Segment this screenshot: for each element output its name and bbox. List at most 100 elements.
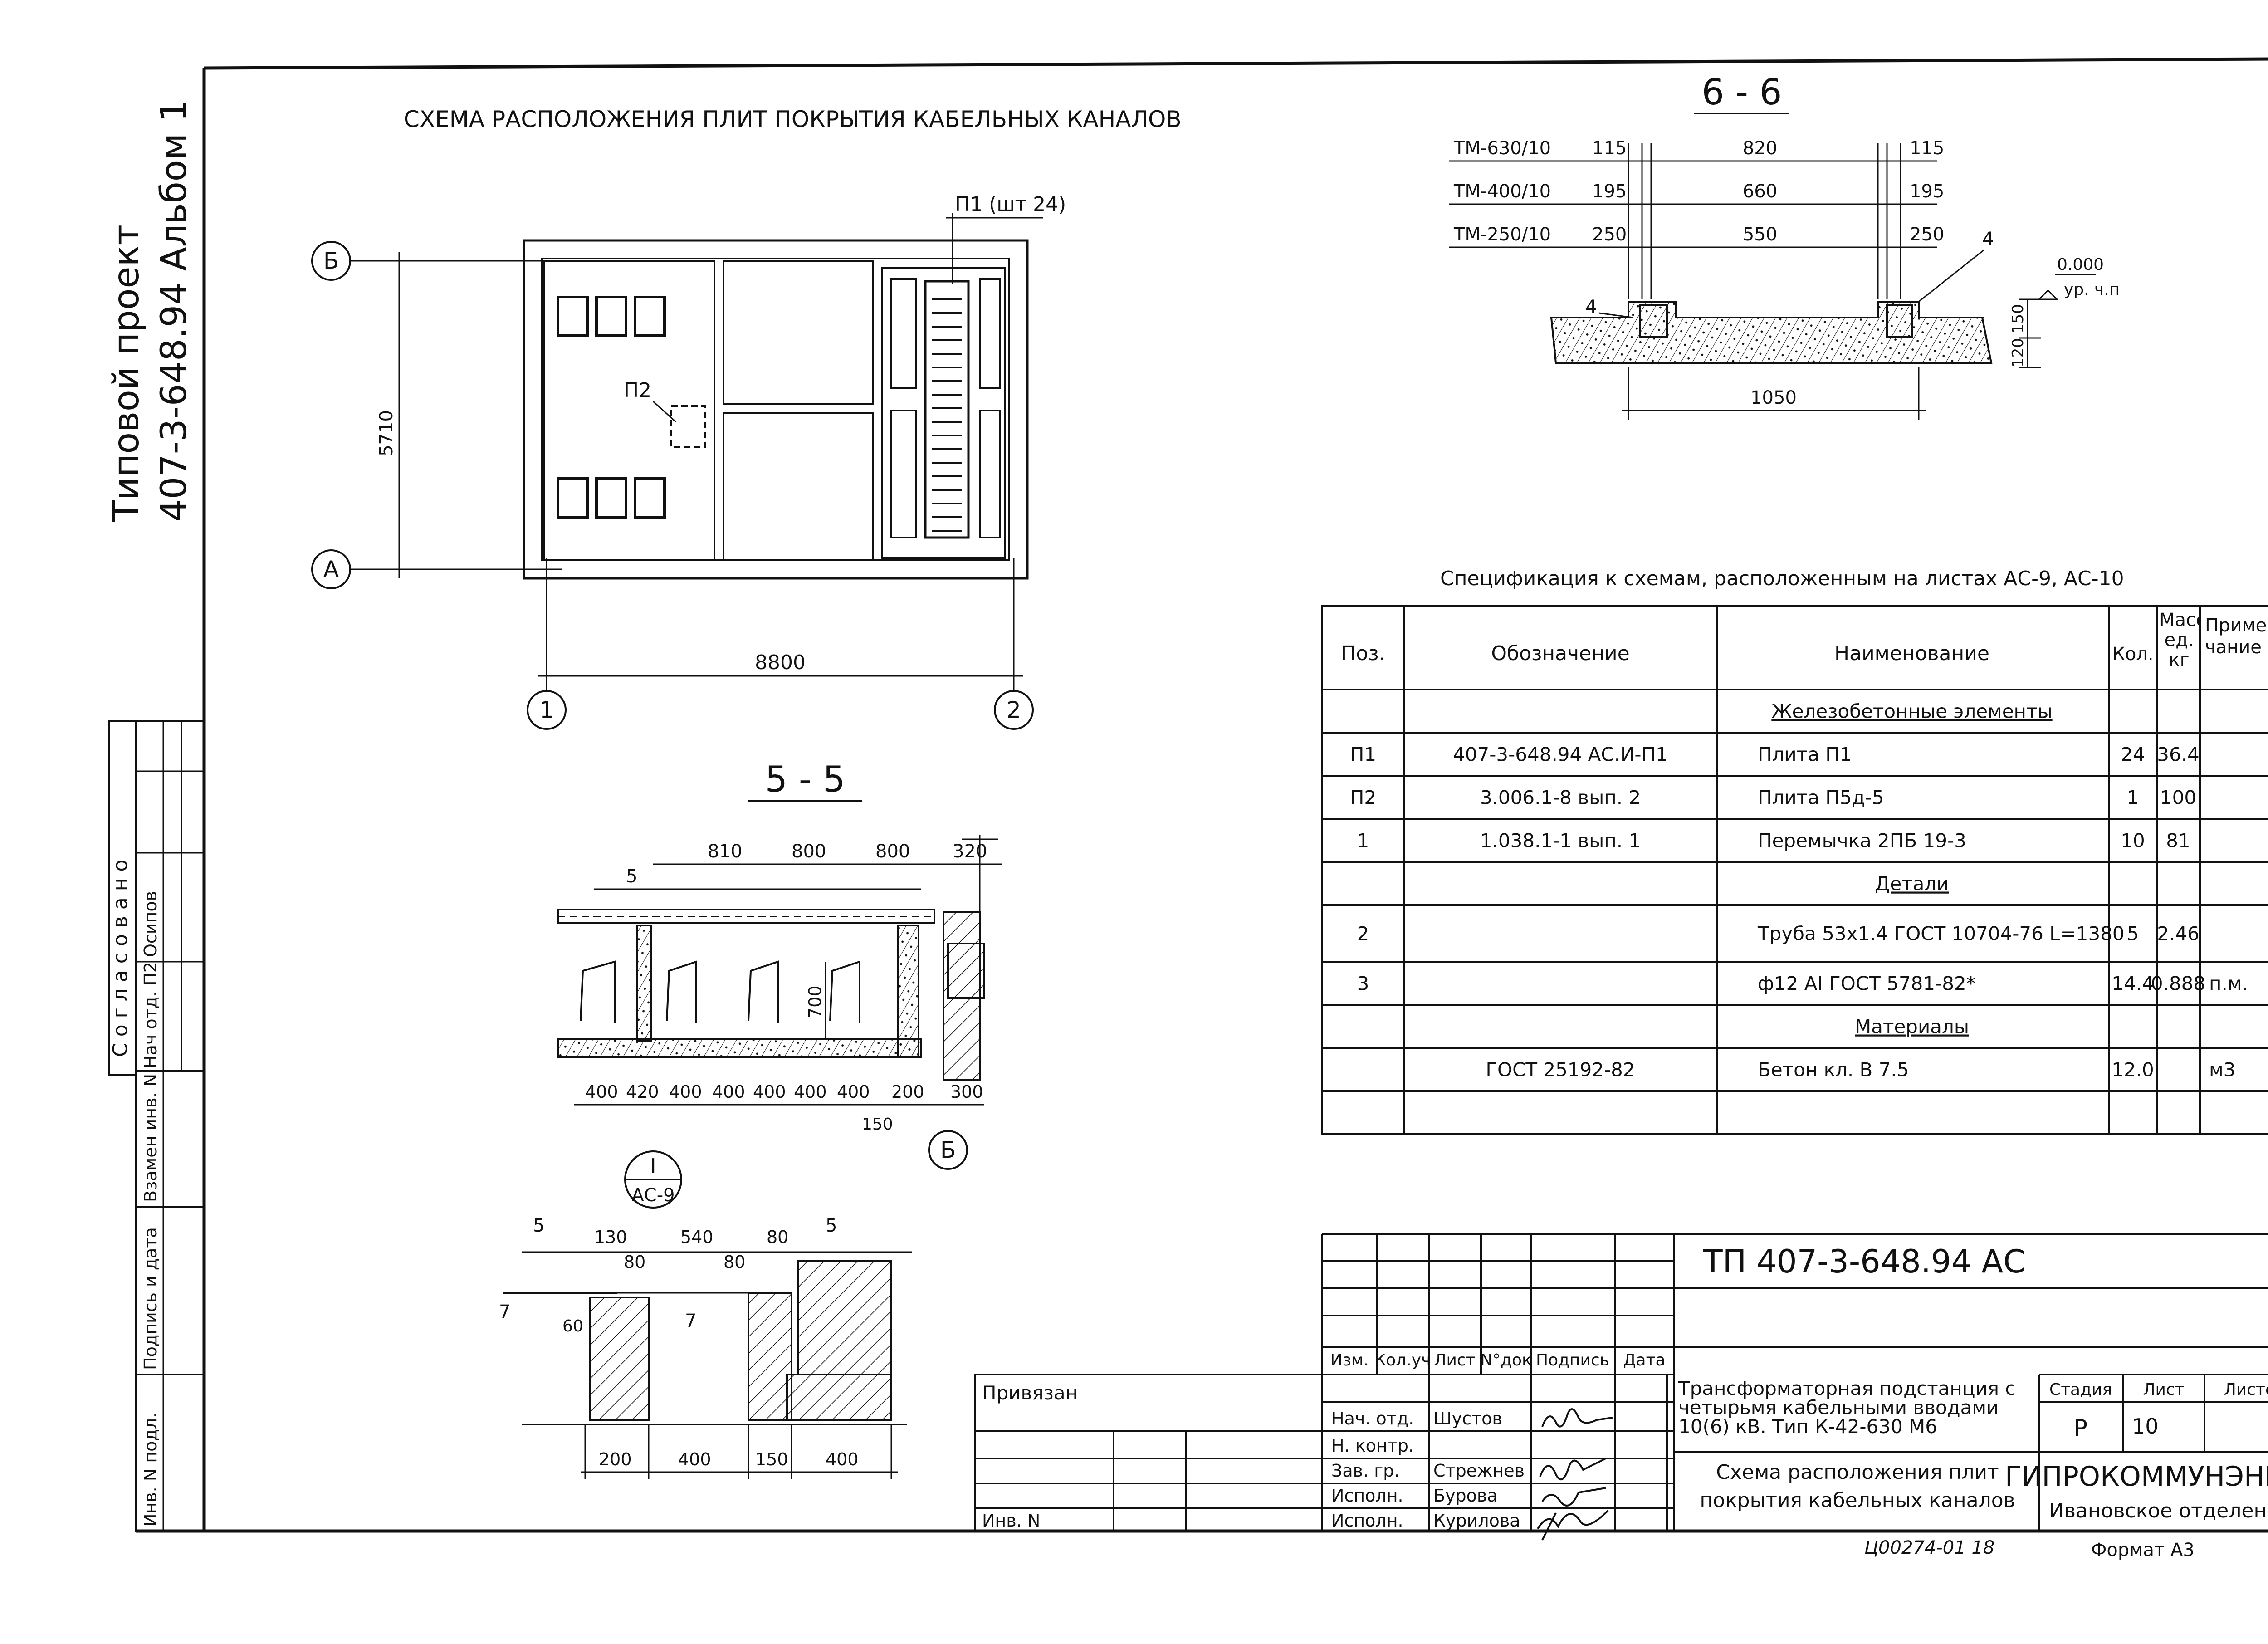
- d-pos-5r: 5: [826, 1215, 837, 1236]
- tb-sheet-name: Схема расположения плит покрытия кабельн…: [1700, 1461, 2015, 1512]
- spec-cell-mass: 2.46: [2157, 923, 2200, 945]
- spec-cell-qty: 10: [2121, 830, 2145, 852]
- spec-cell-pos: 1: [1357, 830, 1369, 852]
- tb-hdr-2: Лист: [1434, 1351, 1475, 1370]
- pos-left: 4: [1585, 297, 1597, 318]
- tb-role-4: Исполн.: [1331, 1511, 1403, 1531]
- field-replace: Взамен инв. N: [141, 1074, 161, 1202]
- tb-sheets-label: Листов: [2224, 1380, 2268, 1399]
- tb-inv: Инв. N: [982, 1511, 1040, 1531]
- spec-cell-mass: 0.888: [2151, 973, 2205, 995]
- tb-name-0: Шустов: [1433, 1409, 1502, 1429]
- bdim-8: 300: [950, 1082, 983, 1102]
- person-label: Осипов: [141, 891, 161, 957]
- spec-cell-name: Железобетонные элементы: [1771, 700, 2052, 723]
- row-mid-1: 660: [1743, 181, 1777, 202]
- axis-b-55: Б: [940, 1137, 956, 1163]
- dept-label: Нач отд. П2: [141, 962, 161, 1068]
- spec-cell-designation: 1.038.1-1 вып. 1: [1480, 830, 1641, 852]
- spec-cell-mass: 36.4: [2157, 744, 2200, 766]
- d-80b: 80: [723, 1252, 745, 1272]
- project-line1: Типовой проект: [106, 225, 147, 522]
- d-60: 60: [562, 1317, 583, 1336]
- d-b150: 150: [755, 1449, 788, 1469]
- signature-marks: [1537, 1408, 1613, 1541]
- tb-role-2: Зав. гр.: [1331, 1461, 1399, 1481]
- dim-150: 150: [2009, 304, 2027, 333]
- d-pos-7a: 7: [499, 1302, 510, 1322]
- spec-cell-pos: 2: [1357, 923, 1369, 945]
- bdim-0: 400: [585, 1082, 618, 1102]
- level-note: ур. ч.п: [2064, 280, 2120, 299]
- agreed-label: С о г л а с о в а н о: [109, 860, 132, 1057]
- left-margin-title: Типовой проект 407-3-648.94 Альбом 1: [106, 99, 195, 522]
- tb-hdr-4: Подпись: [1536, 1351, 1609, 1370]
- section-5-5: 5 - 5 810 800 800 320 5 700 400 420 400 …: [557, 759, 1002, 1170]
- dim-150-55: 150: [862, 1115, 893, 1134]
- tb-stage: Р: [2074, 1415, 2087, 1441]
- axis-b: Б: [323, 248, 339, 274]
- tb-code: ТП 407-3-648.94 АС: [1703, 1243, 2025, 1280]
- spec-cell-designation: 407-3-648.94 АС.И-П1: [1453, 744, 1668, 766]
- spec-cell-note: м3: [2209, 1059, 2235, 1081]
- tb-hdr-1: Кол.уч: [1374, 1351, 1431, 1370]
- d-pos-5l: 5: [533, 1215, 544, 1236]
- row-type-2: ТМ-250/10: [1453, 224, 1551, 245]
- hdr-note: Приме- чание: [2205, 615, 2268, 658]
- tb-sheet-label: Лист: [2143, 1380, 2184, 1399]
- axis-2: 2: [1007, 697, 1021, 723]
- spec-cell-name: Труба 53х1.4 ГОСТ 10704-76 L=1380: [1757, 923, 2125, 945]
- axis-1: 1: [539, 697, 554, 723]
- tb-hdr-0: Изм.: [1330, 1351, 1369, 1370]
- spec-cell-mass: 100: [2160, 787, 2196, 809]
- spec-cell-name: Плита П1: [1758, 744, 1852, 766]
- label-p1: П1 (шт 24): [955, 193, 1066, 216]
- hdr-pos: Поз.: [1341, 642, 1385, 665]
- spec-cell-qty: 12.0: [2112, 1059, 2154, 1081]
- spec-cell-pos: П1: [1350, 744, 1376, 766]
- tb-role-0: Нач. отд.: [1331, 1409, 1414, 1429]
- tb-name-2: Стрежнев: [1433, 1461, 1525, 1481]
- row-type-0: ТМ-630/10: [1453, 138, 1551, 159]
- title-block: ТП 407-3-648.94 АС Изм. Кол.уч Лист N°до…: [974, 1233, 2268, 1561]
- pos-right: 4: [1982, 229, 1994, 250]
- d-80: 80: [767, 1227, 788, 1247]
- d-b400b: 400: [826, 1449, 859, 1469]
- section-55-title: 5 - 5: [765, 759, 846, 800]
- bdim-1: 420: [626, 1082, 659, 1102]
- row-right-0: 115: [1910, 138, 1944, 159]
- spec-cell-name: Перемычка 2ПБ 19-3: [1758, 830, 1966, 852]
- dim-320: 320: [953, 841, 987, 862]
- dim-120: 120: [2009, 338, 2027, 367]
- d-b200: 200: [599, 1449, 632, 1469]
- dim-800a: 800: [792, 841, 826, 862]
- bdim-7: 200: [891, 1082, 924, 1102]
- spec-cell-pos: П2: [1350, 787, 1376, 809]
- spec-cell-mass: 81: [2166, 830, 2190, 852]
- axis-a: А: [323, 556, 339, 582]
- label-p2: П2: [624, 379, 651, 402]
- plan-drawing: СХЕМА РАСПОЛОЖЕНИЯ ПЛИТ ПОКРЫТИЯ КАБЕЛЬН…: [311, 106, 1182, 730]
- tb-stage-label: Стадия: [2049, 1380, 2112, 1399]
- bdim-3: 400: [712, 1082, 745, 1102]
- bdim-5: 400: [794, 1082, 827, 1102]
- plan-title: СХЕМА РАСПОЛОЖЕНИЯ ПЛИТ ПОКРЫТИЯ КАБЕЛЬН…: [404, 106, 1182, 132]
- spec-cell-name: ф12 АI ГОСТ 5781-82*: [1758, 973, 1976, 995]
- tb-name-3: Бурова: [1433, 1486, 1498, 1506]
- bdim-4: 400: [753, 1082, 786, 1102]
- spec-cell-qty: 14.4: [2112, 973, 2154, 995]
- tb-archive: Ц00274-01 18: [1864, 1537, 1994, 1558]
- row-left-0: 115: [1592, 138, 1627, 159]
- hdr-mass: Масса ед. кг: [2159, 610, 2199, 670]
- tb-role-1: Н. контр.: [1331, 1436, 1414, 1456]
- bdim-6: 400: [837, 1082, 870, 1102]
- row-type-1: ТМ-400/10: [1453, 181, 1551, 202]
- dim-700: 700: [805, 985, 825, 1018]
- row-left-2: 250: [1592, 224, 1627, 245]
- d-540: 540: [680, 1227, 714, 1247]
- tb-bound: Привязан: [982, 1382, 1078, 1404]
- detail-roman: I: [650, 1155, 656, 1178]
- tb-hdr-5: Дата: [1623, 1351, 1665, 1370]
- spec-table: Спецификация к схемам, расположенным на …: [1321, 567, 2268, 1135]
- project-line2: 407-3-648.94 Альбом 1: [154, 99, 195, 522]
